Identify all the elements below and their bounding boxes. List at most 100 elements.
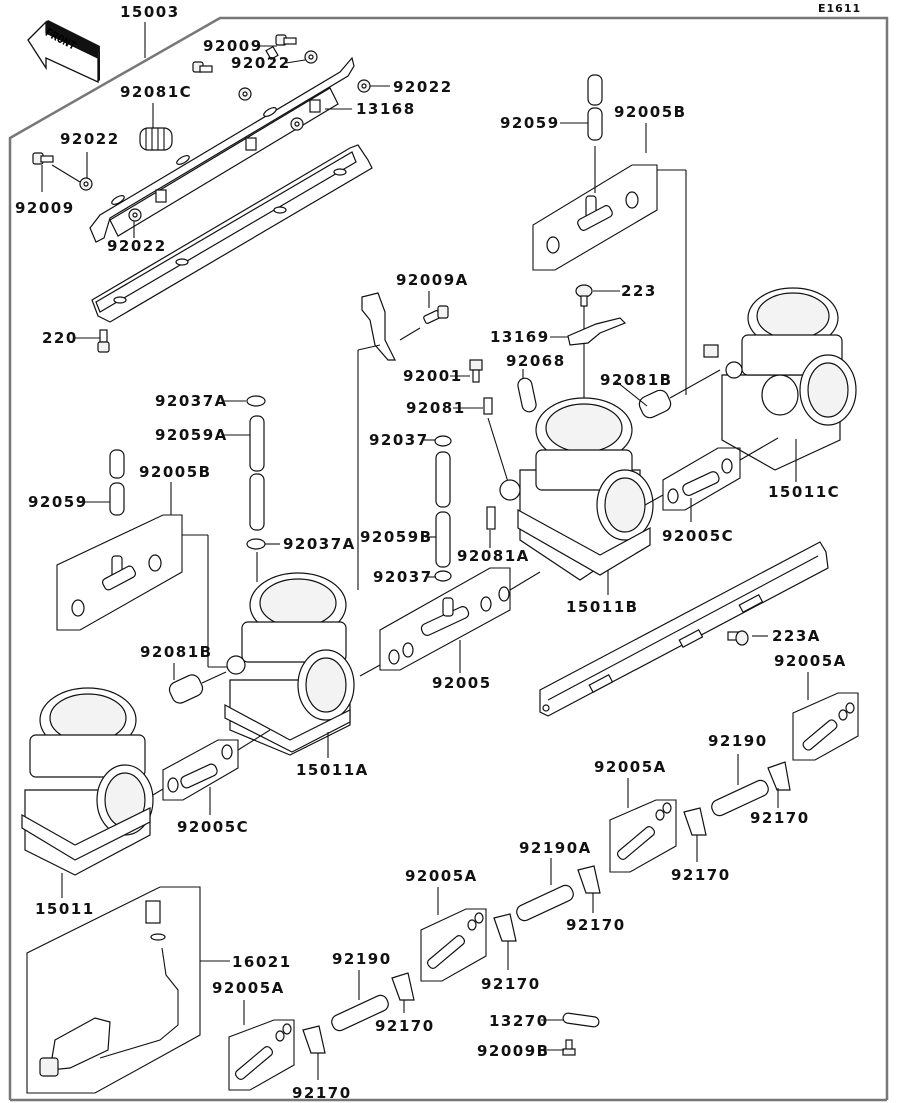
plate-part-13270	[562, 1012, 600, 1028]
callout-92081b[interactable]: 92081B	[140, 643, 213, 661]
upper-rail-part	[89, 45, 355, 243]
callout-92059a[interactable]: 92059A	[155, 426, 228, 444]
carburetor-part-15011a	[224, 572, 381, 756]
callout-92190[interactable]: 92190	[708, 732, 768, 750]
callout-92170[interactable]: 92170	[292, 1084, 352, 1102]
callout-92009[interactable]: 92009	[15, 199, 75, 217]
screw-part-92009-left	[32, 152, 54, 165]
callout-92022[interactable]: 92022	[107, 237, 167, 255]
fitting-kit-92005a-1	[792, 692, 859, 761]
callout-92005a[interactable]: 92005A	[774, 652, 847, 670]
callout-92005b[interactable]: 92005B	[614, 103, 687, 121]
callout-15011[interactable]: 15011	[35, 900, 95, 918]
callout-13169[interactable]: 13169	[490, 328, 550, 346]
callout-92005b[interactable]: 92005B	[139, 463, 212, 481]
callout-92059[interactable]: 92059	[500, 114, 560, 132]
callout-92037a[interactable]: 92037A	[155, 392, 228, 410]
hose-part-92190-lower	[331, 994, 389, 1032]
callout-92068[interactable]: 92068	[506, 352, 566, 370]
clamp-part-92170-e	[391, 972, 415, 1001]
callout-92005c[interactable]: 92005C	[662, 527, 734, 545]
hose-part-92190a	[516, 884, 574, 922]
callout-92190[interactable]: 92190	[332, 950, 392, 968]
callout-92170[interactable]: 92170	[481, 975, 541, 993]
callout-92170[interactable]: 92170	[375, 1017, 435, 1035]
tube-set-92059b	[434, 435, 452, 582]
callout-223[interactable]: 223	[621, 282, 657, 300]
spring-part-92081b-right	[638, 369, 721, 419]
carburetor-part-15011b	[499, 397, 654, 581]
spring-part-92081b-left	[168, 671, 227, 704]
lower-rail-part	[91, 144, 373, 323]
clamp-part-92170-f	[302, 1025, 326, 1054]
plate-part-13169	[567, 317, 627, 398]
tube-set-92059a	[246, 395, 266, 582]
callout-92037[interactable]: 92037	[373, 568, 433, 586]
fitting-kit-92005a-4	[228, 1019, 295, 1091]
callout-92037a[interactable]: 92037A	[283, 535, 356, 553]
callout-15011a[interactable]: 15011A	[296, 761, 369, 779]
fitting-kit-92005a-3	[420, 908, 487, 982]
callout-92170[interactable]: 92170	[566, 916, 626, 934]
callout-13168[interactable]: 13168	[356, 100, 416, 118]
callout-92081c[interactable]: 92081C	[120, 83, 192, 101]
assembly-frame	[8, 16, 889, 1102]
bracket-part	[357, 292, 421, 590]
clamp-part-92170-a	[767, 761, 791, 791]
callout-labels: 15003 92009 92022 92022 92081C 13168 920…	[15, 3, 847, 1102]
callout-92005a[interactable]: 92005A	[405, 867, 478, 885]
callout-92009[interactable]: 92009	[203, 37, 263, 55]
callout-92005a[interactable]: 92005A	[212, 979, 285, 997]
callout-92190a[interactable]: 92190A	[519, 839, 592, 857]
fitting-kit-92005a-2	[609, 799, 677, 873]
fitting-kit-92005c-right	[644, 437, 779, 511]
callout-92081[interactable]: 92081	[406, 399, 466, 417]
callout-92001[interactable]: 92001	[403, 367, 463, 385]
screw-part-92009b	[562, 1039, 576, 1056]
spring-part-92081a	[486, 506, 496, 530]
callout-92059b[interactable]: 92059B	[360, 528, 433, 546]
callout-92009b[interactable]: 92009B	[477, 1042, 550, 1060]
callout-92081a[interactable]: 92081A	[457, 547, 530, 565]
callout-92022[interactable]: 92022	[231, 54, 291, 72]
reference-code: E1611	[818, 2, 861, 15]
front-arrow-icon: FRONT	[27, 20, 100, 84]
bolt-part-92001	[469, 359, 483, 383]
callout-15011c[interactable]: 15011C	[768, 483, 840, 501]
callout-92005a[interactable]: 92005A	[594, 758, 667, 776]
callout-92170[interactable]: 92170	[671, 866, 731, 884]
callout-92022[interactable]: 92022	[393, 78, 453, 96]
callout-92005[interactable]: 92005	[432, 674, 492, 692]
callout-220[interactable]: 220	[42, 329, 78, 347]
fuel-rail-part	[539, 541, 829, 717]
callout-92005c[interactable]: 92005C	[177, 818, 249, 836]
callout-92022[interactable]: 92022	[60, 130, 120, 148]
fitting-kit-92005b-right	[532, 74, 687, 395]
callout-92081b[interactable]: 92081B	[600, 371, 673, 389]
callout-15003[interactable]: 15003	[120, 3, 180, 21]
starter-plunger-assy-16021	[26, 886, 201, 1094]
callout-92037[interactable]: 92037	[369, 431, 429, 449]
fitting-kit-92005b-left	[56, 449, 230, 668]
fitting-kit-92005c-left	[152, 729, 271, 801]
screw-part-92009a	[423, 305, 449, 324]
callout-223a[interactable]: 223A	[772, 627, 821, 645]
cap-part-92068	[517, 377, 537, 413]
spring-part-92081c	[139, 127, 173, 151]
carburetor-part-15011	[21, 687, 154, 876]
screw-part-92009-mid	[192, 61, 213, 73]
washer-part	[79, 50, 371, 222]
callout-15011b[interactable]: 15011B	[566, 598, 639, 616]
callout-92059[interactable]: 92059	[28, 493, 88, 511]
screw-part-92009-top	[275, 34, 297, 46]
callout-92170[interactable]: 92170	[750, 809, 810, 827]
screw-part-220	[97, 329, 110, 353]
hose-part-92190-upper	[711, 779, 769, 817]
clamp-part-92170-b	[683, 807, 707, 836]
callout-92009a[interactable]: 92009A	[396, 271, 469, 289]
callout-16021[interactable]: 16021	[232, 953, 292, 971]
callout-13270[interactable]: 13270	[489, 1012, 549, 1030]
leader-lines	[41, 22, 809, 1080]
clamp-part-92170-c	[577, 865, 601, 894]
